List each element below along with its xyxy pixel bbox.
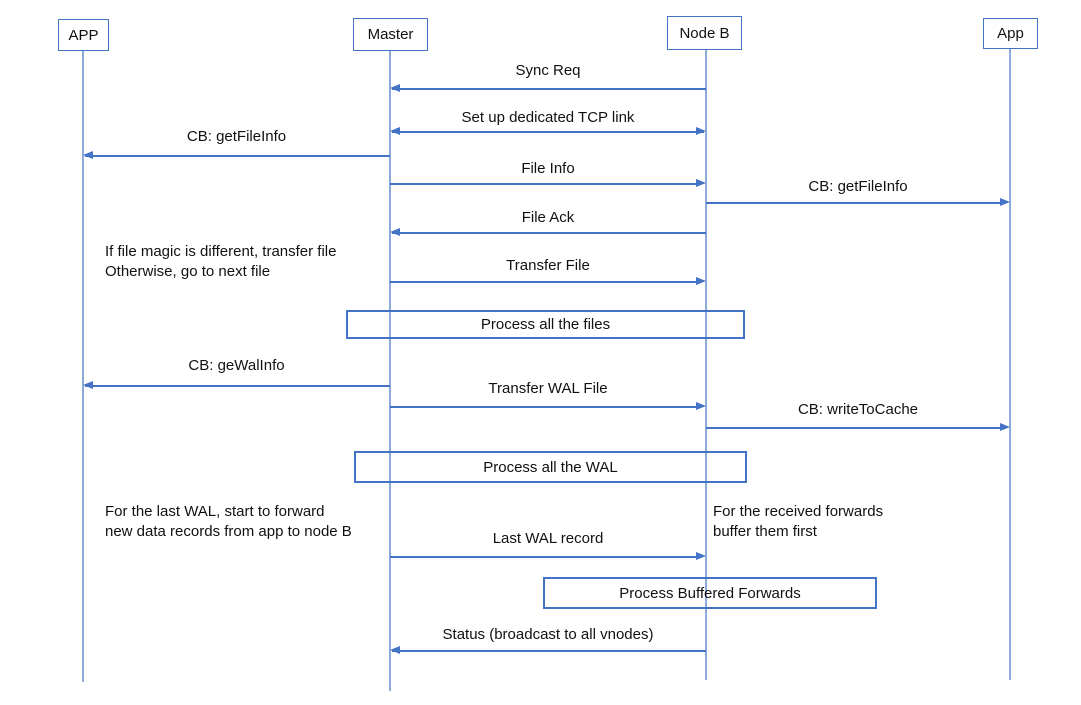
message-label-sync-req: Sync Req — [515, 62, 581, 79]
message-line — [706, 427, 1002, 429]
message-line — [85, 385, 390, 387]
message-label-cb-gewalinfo: CB: geWalInfo — [188, 357, 285, 374]
process-box-buffered-forwards: Process Buffered Forwards — [543, 577, 877, 609]
arrow-left-icon — [390, 646, 400, 654]
message-line — [390, 406, 698, 408]
process-box-all-files: Process all the files — [346, 310, 745, 339]
message-label-setup-tcp-link: Set up dedicated TCP link — [461, 109, 635, 126]
arrow-left-icon — [390, 84, 400, 92]
message-line — [85, 155, 390, 157]
message-line — [392, 232, 706, 234]
arrow-right-icon — [696, 552, 706, 560]
message-line — [390, 556, 698, 558]
message-line — [390, 183, 698, 185]
arrow-left-icon — [390, 228, 400, 236]
message-label-file-ack: File Ack — [521, 209, 575, 226]
actor-box-node-b: Node B — [667, 16, 742, 50]
arrow-right-icon — [696, 179, 706, 187]
message-label-transfer-wal-file: Transfer WAL File — [488, 380, 608, 397]
arrow-right-icon — [1000, 198, 1010, 206]
message-line — [392, 650, 706, 652]
arrow-right-icon — [696, 402, 706, 410]
message-line — [392, 131, 704, 133]
message-line — [392, 88, 706, 90]
arrow-right-icon — [696, 127, 706, 135]
message-label-cb-getfileinfo-right: CB: getFileInfo — [808, 178, 908, 195]
actor-box-app-right: App — [983, 18, 1038, 49]
message-label-status-broadcast: Status (broadcast to all vnodes) — [442, 626, 654, 643]
actor-box-app-left: APP — [58, 19, 109, 51]
message-label-file-info: File Info — [521, 160, 575, 177]
arrow-right-icon — [696, 277, 706, 285]
message-label-transfer-file: Transfer File — [506, 257, 590, 274]
lifeline-master — [389, 51, 391, 691]
actor-box-master: Master — [353, 18, 428, 51]
message-line — [706, 202, 1002, 204]
lifeline-node-b — [705, 50, 707, 680]
note-file-magic: If file magic is different, transfer fil… — [105, 243, 337, 280]
message-label-cb-writetocache: CB: writeToCache — [797, 401, 919, 418]
message-label-last-wal-record: Last WAL record — [492, 530, 604, 547]
lifeline-app-right — [1009, 49, 1011, 680]
note-last-wal-forward: For the last WAL, start to forward new d… — [105, 503, 352, 540]
arrow-left-icon — [83, 151, 93, 159]
arrow-right-icon — [1000, 423, 1010, 431]
message-line — [390, 281, 698, 283]
lifeline-app-left — [82, 51, 84, 682]
process-box-all-wal: Process all the WAL — [354, 451, 747, 483]
arrow-left-icon — [83, 381, 93, 389]
arrow-left-icon — [390, 127, 400, 135]
message-label-cb-getfileinfo: CB: getFileInfo — [186, 128, 287, 145]
note-received-forwards: For the received forwards buffer them fi… — [713, 503, 884, 540]
